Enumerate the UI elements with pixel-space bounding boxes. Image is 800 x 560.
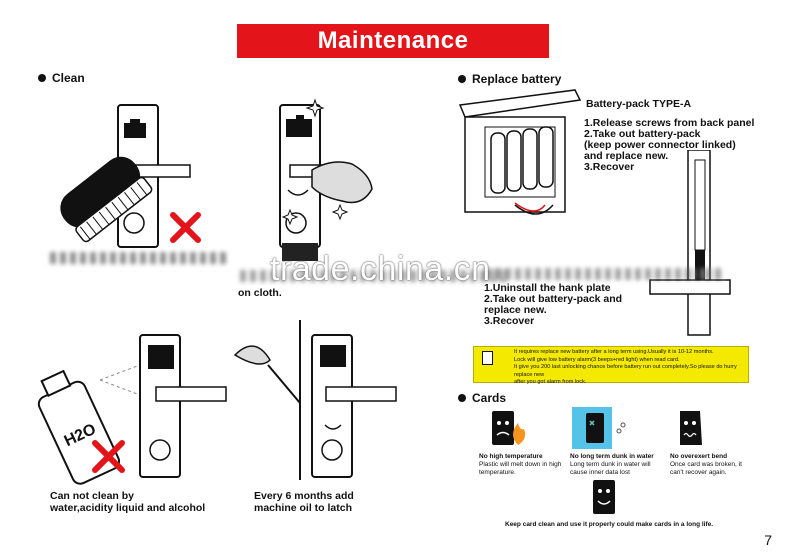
note-line: Lock will give low battery alarm(3 beeps… [514, 356, 680, 363]
prohibited-icon [92, 440, 125, 473]
step-text: 1.Release screws from back panel [584, 117, 755, 129]
bullet-icon [458, 75, 466, 83]
battery-steps-a: 1.Release screws from back panel 2.Take … [584, 118, 754, 173]
card-caption-water: No long term dunk in water Long term dun… [570, 453, 662, 477]
step-text: 3.Recover [484, 315, 535, 327]
step-text: replace new. [484, 304, 547, 316]
bullet-icon [458, 394, 466, 402]
caption-line: machine oil to latch [254, 502, 353, 514]
cards-illustrations [492, 407, 702, 514]
caption-oil: Every 6 months add machine oil to latch [254, 490, 354, 514]
cards-heading-text: Cards [472, 391, 507, 405]
cards-section-heading: Cards [458, 391, 506, 405]
card-caption-title: No long term dunk in water [570, 453, 654, 460]
lock-cloth-illustration [279, 98, 373, 261]
page-number: 7 [764, 532, 772, 548]
caption-line: Every 6 months add [254, 490, 354, 502]
step-text: 2.Take out battery-pack [584, 128, 701, 140]
lock-oil-illustration [233, 320, 397, 480]
clean-illustrations-bottom: H2O [37, 320, 397, 485]
caption-line: water,acidity liquid and alcohol [50, 502, 206, 514]
lock-side-illustration [649, 150, 731, 336]
battery-note-icon [482, 351, 493, 365]
card-caption-title: No high temperature [479, 453, 543, 460]
battery-pack-title: Battery-pack TYPE-A [586, 98, 692, 110]
card-happy-icon [593, 480, 615, 514]
watermark: trade.china.cn [270, 250, 491, 288]
page-title-banner: Maintenance [237, 24, 549, 58]
blurred-caption [50, 252, 230, 264]
note-line: after you got alarm from lock. [514, 379, 587, 385]
battery-pack-illustration [458, 89, 582, 215]
step-text: 1.Uninstall the hank plate [484, 282, 611, 294]
clean-illustrations [60, 98, 373, 261]
caption-line: Can not clean by [50, 490, 135, 502]
card-caption-desc: Plastic will melt down in high temperatu… [479, 461, 562, 476]
note-line: It requires replace new battery after a … [514, 349, 714, 355]
step-text: 3.Recover [584, 161, 635, 173]
battery-note: It requires replace new battery after a … [473, 346, 749, 385]
card-caption-heat: No high temperature Plastic will melt do… [479, 453, 571, 477]
lock-brush-illustration [60, 104, 201, 248]
step-text: 2.Take out battery-pack and [484, 293, 623, 305]
cards-footer: Keep card clean and use it properly coul… [505, 521, 714, 528]
blurred-caption [240, 270, 510, 282]
clean-heading-text: Clean [52, 71, 85, 85]
caption-no-water: Can not clean by water,acidity liquid an… [50, 490, 205, 514]
note-line: It give you 200 last unlocking chance be… [514, 364, 737, 378]
card-caption-desc: Once card was broken, it can't recover a… [670, 461, 742, 476]
card-caption-desc: Long term dunk in water will cause inner… [570, 461, 651, 476]
step-text: (keep power connector linked) [584, 139, 736, 151]
card-bend-icon [680, 411, 702, 445]
page-title: Maintenance [317, 27, 469, 54]
blurred-caption [485, 268, 725, 280]
clean-section-heading: Clean [38, 71, 85, 85]
battery-section-heading: Replace battery [458, 72, 561, 86]
bullet-icon [38, 74, 46, 82]
battery-heading-text: Replace battery [472, 72, 562, 86]
caption-cloth: on cloth. [238, 287, 282, 299]
card-caption-title: No overexert bend [670, 453, 728, 460]
lock-spray-illustration [139, 334, 227, 478]
card-water-icon [572, 407, 626, 449]
spray-can-illustration: H2O [37, 349, 181, 485]
card-fire-icon [492, 411, 526, 445]
prohibited-icon [170, 212, 201, 243]
step-text: and replace new. [584, 150, 669, 162]
card-caption-bend: No overexert bend Once card was broken, … [670, 453, 750, 477]
battery-steps-b: 1.Uninstall the hank plate 2.Take out ba… [484, 283, 622, 327]
